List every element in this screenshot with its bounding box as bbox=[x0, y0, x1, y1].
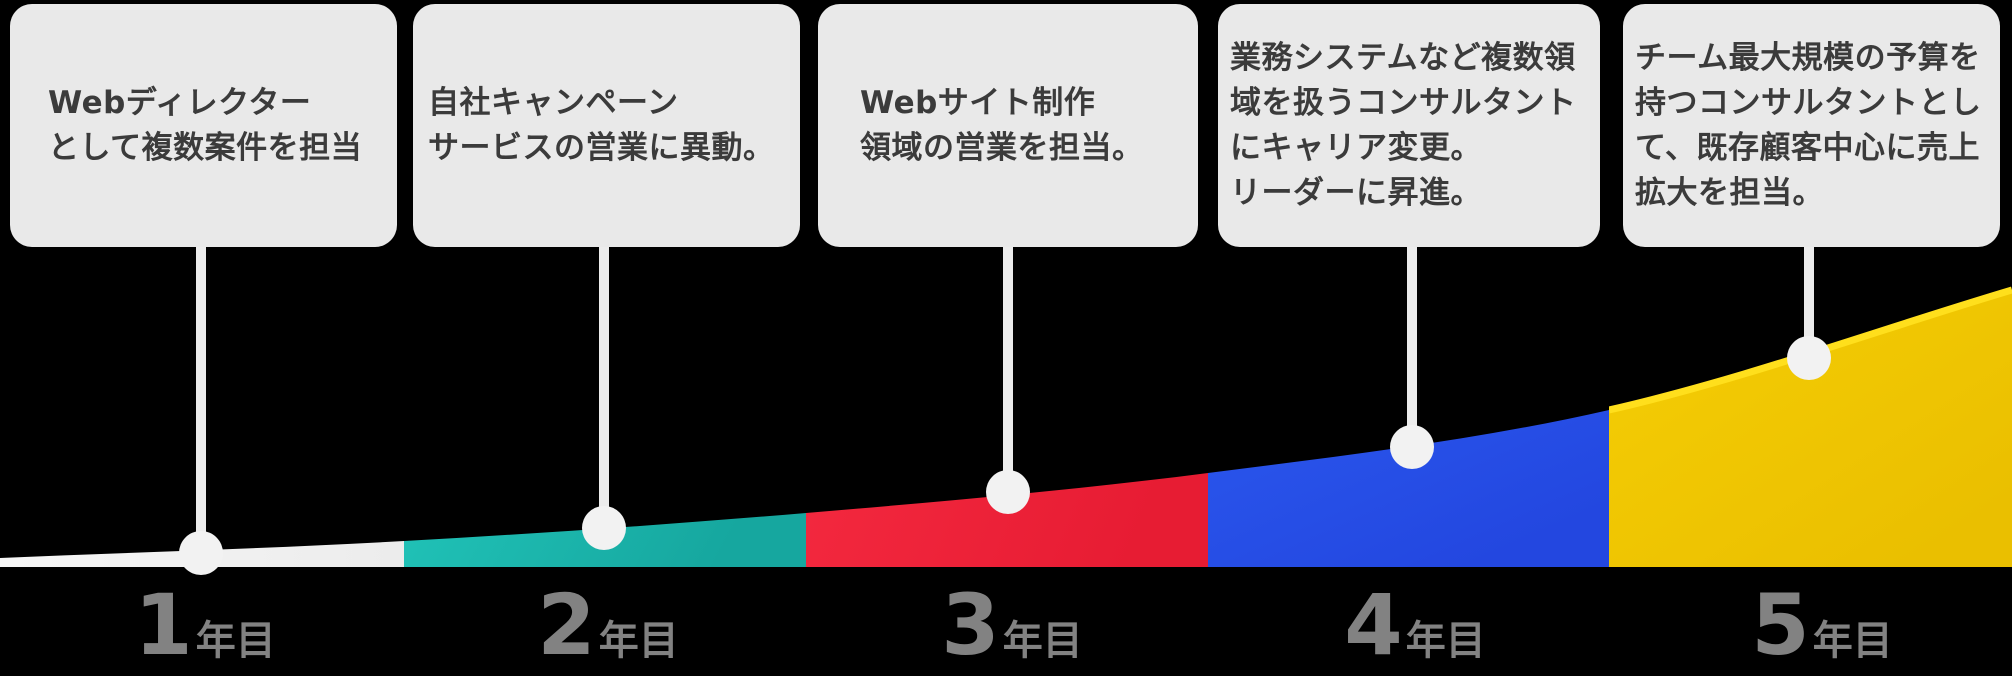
milestone-note: 自社キャンペーン サービスの営業に異動。 bbox=[428, 84, 775, 166]
milestone-callout-year5: チーム最大規模の予算を 持つコンサルタントとし て、既存顧客中心に売上 拡大を担… bbox=[1623, 4, 2000, 247]
callout-stem-2 bbox=[599, 247, 609, 528]
year-number: 3 bbox=[941, 576, 1000, 674]
milestone-note: チーム最大規模の予算を 持つコンサルタントとし て、既存顧客中心に売上 拡大を担… bbox=[1635, 39, 1982, 211]
milestone-dot-3 bbox=[986, 470, 1030, 514]
milestone-dot-4 bbox=[1390, 425, 1434, 469]
year-number: 4 bbox=[1344, 576, 1403, 674]
milestone-note: Webサイト制作 領域の営業を担当。 bbox=[860, 84, 1144, 166]
callout-stem-4 bbox=[1407, 247, 1417, 447]
year-suffix: 年目 bbox=[195, 618, 276, 664]
year-number: 1 bbox=[134, 576, 193, 674]
milestone-callout-year1: Webディレクター として複数案件を担当 bbox=[10, 4, 397, 247]
milestone-note: 業務システムなど複数領 域を扱うコンサルタント にキャリア変更。 リーダーに昇進… bbox=[1230, 39, 1577, 211]
year-suffix: 年目 bbox=[598, 618, 679, 664]
milestone-callout-year3: Webサイト制作 領域の営業を担当。 bbox=[818, 4, 1198, 247]
year-suffix: 年目 bbox=[1405, 618, 1486, 664]
year-suffix: 年目 bbox=[1002, 618, 1083, 664]
year-number: 5 bbox=[1751, 576, 1810, 674]
year-number: 2 bbox=[537, 576, 596, 674]
milestone-dot-2 bbox=[582, 506, 626, 550]
callout-stem-3 bbox=[1003, 247, 1013, 492]
callout-stem-5 bbox=[1804, 247, 1814, 358]
callout-stems bbox=[196, 247, 1814, 553]
milestone-dots bbox=[179, 336, 1831, 575]
year-suffix: 年目 bbox=[1812, 618, 1893, 664]
milestone-note: Webディレクター として複数案件を担当 bbox=[48, 84, 363, 166]
milestone-dot-5 bbox=[1787, 336, 1831, 380]
milestone-callout-year2: 自社キャンペーン サービスの営業に異動。 bbox=[413, 4, 800, 247]
milestone-callout-year4: 業務システムなど複数領 域を扱うコンサルタント にキャリア変更。 リーダーに昇進… bbox=[1218, 4, 1600, 247]
milestone-dot-1 bbox=[179, 531, 223, 575]
callout-stem-1 bbox=[196, 247, 206, 553]
